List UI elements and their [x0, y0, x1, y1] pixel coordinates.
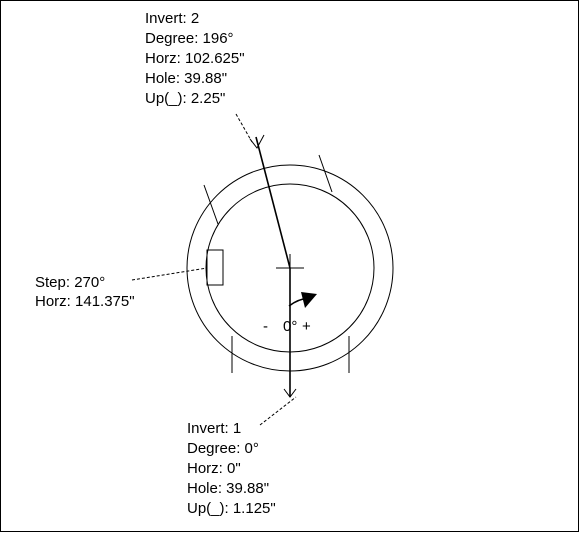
invert-2-leader-line — [235, 113, 253, 143]
invert-2-arrowhead — [249, 134, 265, 149]
invert-2-pipe-line — [255, 136, 291, 269]
invert-1-arrowhead — [283, 388, 297, 398]
invert-1-hole-text: Hole: 39.88" — [187, 480, 269, 497]
scale-minus-text: - — [263, 318, 268, 335]
scale-plus-text: + — [302, 318, 311, 335]
step-horz-text: Horz: 141.375" — [35, 293, 135, 310]
invert-2-degree-text: Degree: 196° — [145, 30, 234, 47]
step-degree-text: Step: 270° — [35, 274, 105, 291]
invert-2-horz-text: Horz: 102.625" — [145, 50, 245, 67]
scale-degree-text: 0° — [283, 318, 297, 335]
invert-1-horz-text: Horz: 0" — [187, 460, 241, 477]
step-label-block: Step: 270° Horz: 141.375" — [35, 274, 135, 310]
wall-tick-upper-left — [203, 184, 219, 225]
invert-2-label-block: Invert: 2 Degree: 196° Horz: 102.625" Ho… — [145, 10, 245, 107]
invert-2-invert-text: Invert: 2 — [145, 10, 199, 27]
invert-1-leader-line — [259, 396, 297, 426]
rotation-arrowhead — [301, 292, 317, 308]
invert-1-degree-text: Degree: 0° — [187, 440, 259, 457]
center-scale-label: - 0° + — [263, 318, 311, 335]
step-marker — [206, 249, 224, 286]
invert-1-label-block: Invert: 1 Degree: 0° Horz: 0" Hole: 39.8… — [187, 420, 276, 517]
invert-1-invert-text: Invert: 1 — [187, 420, 241, 437]
step-leader-line — [131, 267, 208, 281]
invert-2-up-text: Up(_): 2.25" — [145, 90, 225, 107]
wall-tick-upper-right — [318, 154, 333, 193]
invert-1-up-text: Up(_): 1.125" — [187, 500, 276, 517]
invert-2-hole-text: Hole: 39.88" — [145, 70, 227, 87]
